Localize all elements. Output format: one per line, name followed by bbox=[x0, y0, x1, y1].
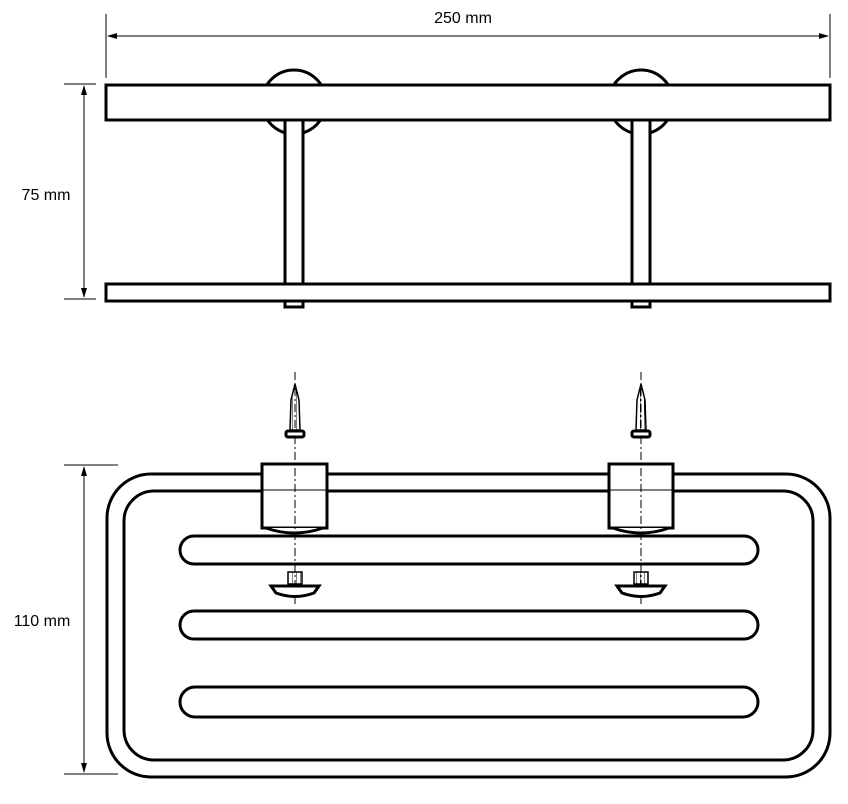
post-cap-left bbox=[283, 299, 305, 309]
depth-label-backdrop bbox=[4, 606, 82, 632]
width-label: 250 mm bbox=[434, 10, 492, 27]
top-view bbox=[105, 372, 832, 779]
post-cap-right bbox=[630, 299, 652, 309]
width-dimension: 250 mm bbox=[105, 10, 831, 78]
top-rail bbox=[104, 83, 832, 122]
drain-slot-1 bbox=[178, 534, 760, 566]
drain-slot-3 bbox=[178, 685, 760, 719]
depth-label: 110 mm bbox=[14, 613, 71, 630]
bottom-shelf bbox=[104, 282, 832, 303]
set-screw-right bbox=[614, 571, 668, 598]
wall-screw-left bbox=[284, 383, 306, 439]
front-view bbox=[104, 68, 832, 309]
height-label-backdrop bbox=[10, 180, 82, 206]
support-post-left bbox=[283, 118, 305, 286]
drain-slot-2 bbox=[178, 609, 760, 641]
set-screw-left bbox=[268, 571, 322, 598]
wall-screw-right bbox=[630, 383, 652, 439]
height-dimension: 75 mm bbox=[10, 83, 96, 300]
height-label: 75 mm bbox=[22, 187, 71, 204]
depth-dimension: 110 mm bbox=[4, 464, 118, 775]
support-post-right bbox=[630, 118, 652, 286]
